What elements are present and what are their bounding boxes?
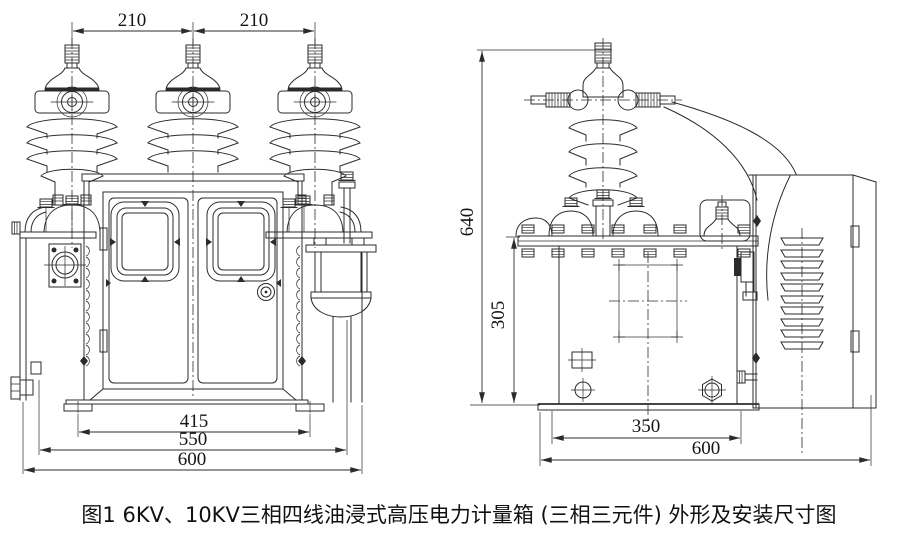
louvered-compartment <box>748 174 877 454</box>
front-view: 210 210 <box>10 10 377 474</box>
dim-210-right: 210 <box>240 10 269 31</box>
front-bottom-dimensions: 415 550 600 <box>22 320 363 474</box>
hinge-top <box>99 227 108 251</box>
terminal-block <box>734 251 758 301</box>
right-side-fittings <box>265 171 377 403</box>
door-left <box>108 197 189 384</box>
connection-wires <box>663 101 797 301</box>
wall-bolt <box>736 370 758 384</box>
side-base <box>537 403 760 411</box>
bushing-centerlines <box>71 38 316 248</box>
dim-350: 350 <box>632 416 661 437</box>
dim-600-side: 600 <box>692 438 721 459</box>
dim-550: 550 <box>179 429 208 450</box>
figure-caption: 图1 6KV、10KV三相四线油浸式高压电力计量箱 (三相三元件) 外形及安装尺… <box>81 503 837 527</box>
compartment-hinge-top <box>850 225 860 248</box>
dim-640: 640 <box>457 208 478 237</box>
left-side-fittings <box>10 195 97 401</box>
door-right <box>197 197 278 384</box>
nameplate <box>609 259 687 343</box>
meter-window-right <box>206 201 276 282</box>
mesh-basket <box>305 244 377 318</box>
tank-body <box>558 215 761 420</box>
meter-window-left <box>110 201 180 282</box>
hinge-bottom <box>99 329 108 353</box>
dim-415: 415 <box>180 411 209 432</box>
dim-600-front: 600 <box>178 449 207 470</box>
door-lock <box>257 283 275 301</box>
side-view: 640 305 350 600 <box>457 38 877 466</box>
door-frame <box>102 191 284 390</box>
bushing-cross-arm <box>524 89 682 111</box>
side-dimensions: 640 305 350 600 <box>457 49 872 466</box>
lv-bushing <box>699 195 751 250</box>
dim-210-left: 210 <box>118 10 147 31</box>
meter-cabinet <box>63 173 325 413</box>
dim-305: 305 <box>488 301 509 330</box>
compartment-hinge-bottom <box>850 330 860 353</box>
drain-valve <box>10 376 34 400</box>
drain-plug <box>698 376 726 404</box>
side-flange <box>48 243 82 288</box>
dim-bushing-spacing: 210 210 <box>71 10 316 44</box>
ground-terminal <box>568 348 596 372</box>
side-hv-bushing <box>515 38 682 240</box>
